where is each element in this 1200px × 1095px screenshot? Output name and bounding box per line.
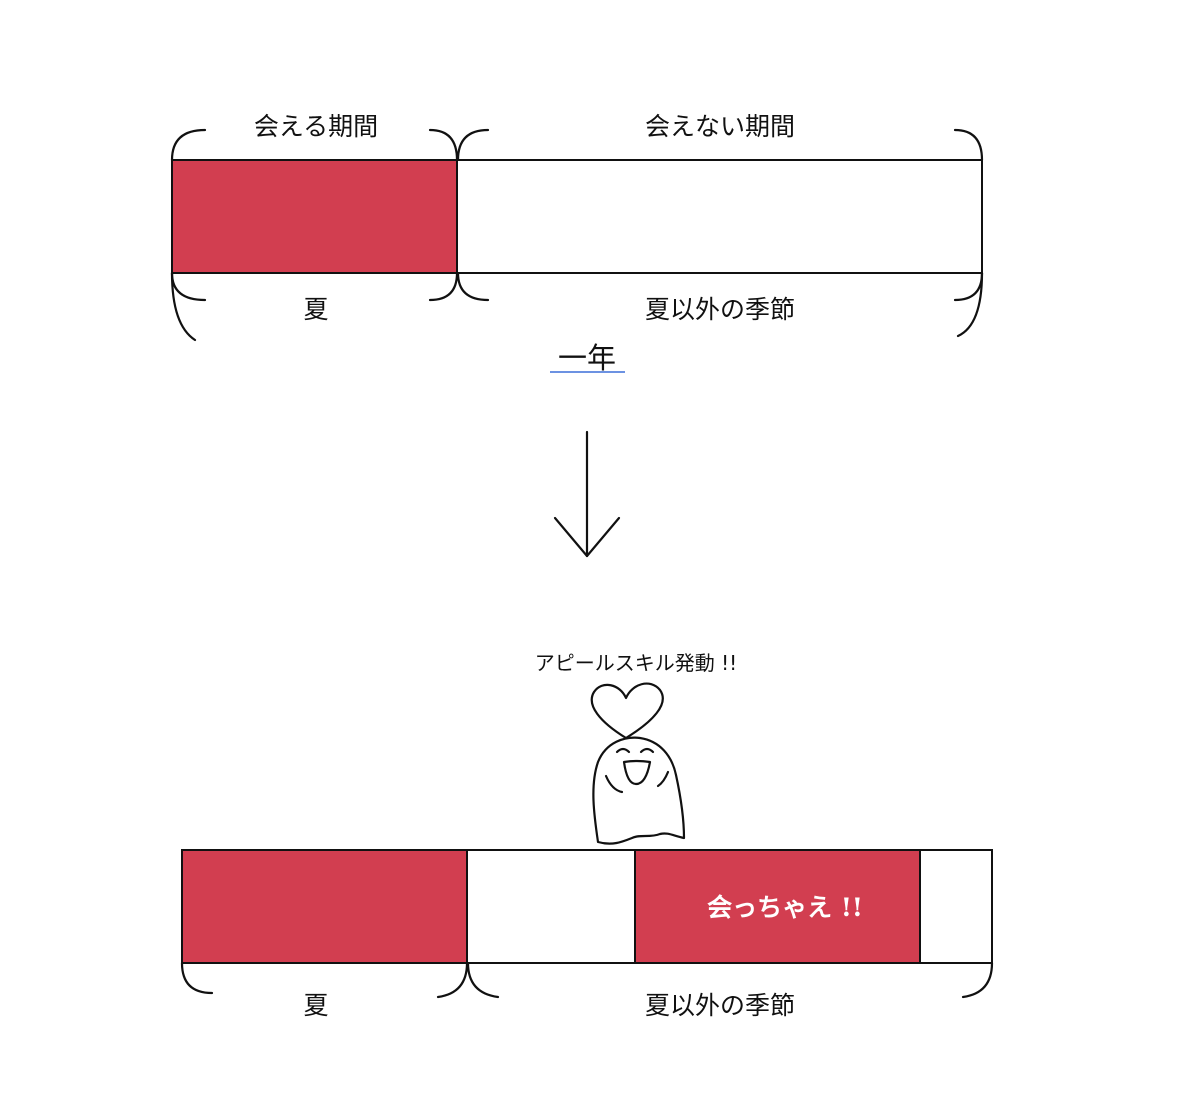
bottom-caption-appeal-skill: アピールスキル発動 !! — [535, 651, 737, 675]
top-bar-other-segment — [456, 159, 983, 274]
top-bar-summer-segment — [171, 159, 458, 274]
top-brace-above-left — [170, 128, 459, 162]
bottom-brace-below-left — [180, 961, 469, 999]
bottom-highlight-label: 会っちゃえ !! — [707, 893, 863, 922]
bottom-bar-white-segment-1 — [466, 849, 636, 964]
bottom-brace-below-right — [466, 961, 994, 999]
bottom-label-other-seasons: 夏以外の季節 — [645, 991, 795, 1020]
top-label-year: 一年 — [558, 341, 616, 375]
top-label-meet-period: 会える期間 — [254, 112, 378, 141]
bottom-label-summer: 夏 — [303, 991, 328, 1020]
top-brace-above-right — [456, 128, 984, 162]
down-arrow-icon — [553, 430, 621, 558]
top-label-summer: 夏 — [303, 295, 328, 324]
bottom-section: アピールスキル発動 !! 会っちゃえ !! 夏 夏以外の季節 — [180, 651, 994, 1020]
top-section: 会える期間 会えない期間 夏 夏以外の季節 一年 — [170, 112, 984, 375]
bottom-bar-white-segment-2 — [919, 849, 993, 964]
top-brace-year — [170, 271, 984, 342]
top-label-other-seasons: 夏以外の季節 — [645, 295, 795, 324]
top-label-no-meet-period: 会えない期間 — [645, 112, 795, 141]
bottom-bar-summer-segment — [181, 849, 468, 964]
ghost-with-heart-icon — [590, 682, 686, 845]
